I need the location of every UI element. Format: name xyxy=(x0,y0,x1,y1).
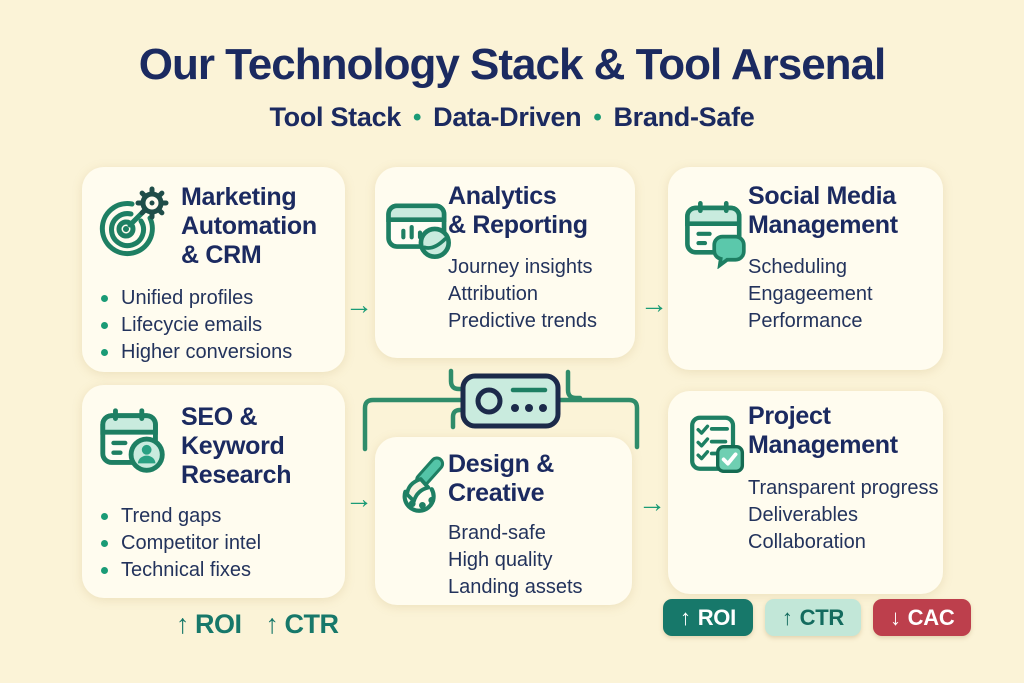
card-item-list: Transparent progress Deliverables Collab… xyxy=(748,475,938,556)
card-marketing-automation-crm: Marketing Automation & CRM Unified profi… xyxy=(82,167,345,372)
bullet-dot-icon xyxy=(101,540,108,547)
metric-roi: ↑ROI xyxy=(176,609,242,639)
page-title: Our Technology Stack & Tool Arsenal xyxy=(138,40,887,89)
dot-separator-icon: • xyxy=(413,104,422,131)
hub-device-icon xyxy=(460,373,561,429)
bullet-dot-icon xyxy=(101,349,108,356)
card-item: Journey insights xyxy=(448,256,593,278)
flow-arrow-icon: → xyxy=(345,483,373,514)
bullet-dot-icon xyxy=(101,567,108,574)
card-title: SEO & Keyword Research xyxy=(181,403,292,489)
card-title: Analytics & Reporting xyxy=(448,182,588,239)
card-item: Trend gaps xyxy=(101,503,261,530)
up-arrow-icon: ↑ xyxy=(176,609,190,639)
metric-ctr: ↑CTR xyxy=(265,609,340,639)
dot-separator-icon: • xyxy=(593,104,602,131)
analytics-window-icon xyxy=(383,191,457,270)
card-item: Performance xyxy=(748,310,863,332)
bullet-dot-icon xyxy=(101,322,108,329)
target-gear-icon xyxy=(95,182,175,267)
card-item-list: Scheduling Engageement Performance xyxy=(748,254,873,335)
card-item: Higher conversions xyxy=(101,339,292,366)
badge-cac: ↓CAC xyxy=(872,599,972,636)
checklist-icon xyxy=(682,411,750,484)
up-arrow-icon: ↑ xyxy=(680,604,691,630)
card-title: Design & Creative xyxy=(448,450,554,507)
card-item-list: Unified profiles Lifecycie emails Higher… xyxy=(101,285,292,366)
card-item-list: Brand-safe High quality Landing assets xyxy=(448,520,583,601)
card-item: Collaboration xyxy=(748,531,866,553)
card-item: Attribution xyxy=(448,283,539,305)
card-item: Deliverables xyxy=(748,504,859,526)
card-item: High quality xyxy=(448,549,553,571)
card-social-media-management: Social Media Management Scheduling Engag… xyxy=(668,167,943,370)
badge-roi: ↑ROI xyxy=(663,599,753,636)
card-item: Transparent progress xyxy=(748,477,939,499)
card-design-creative: Design & Creative Brand-safe High qualit… xyxy=(375,437,632,605)
card-title: Project Management xyxy=(748,402,898,459)
brush-palette-icon xyxy=(385,451,453,524)
card-item: Competitor intel xyxy=(101,530,261,557)
card-project-management: Project Management Transparent progress … xyxy=(668,391,943,594)
card-title: Marketing Automation & CRM xyxy=(181,183,317,269)
card-item: Brand-safe xyxy=(448,522,546,544)
card-item-list: Journey insights Attribution Predictive … xyxy=(448,254,597,335)
subtitle-part: Brand-Safe xyxy=(613,102,755,132)
badge-ctr: ↑CTR xyxy=(764,599,861,636)
card-item-list: Trend gaps Competitor intel Technical fi… xyxy=(101,503,261,584)
bullet-dot-icon xyxy=(101,295,108,302)
card-item: Technical fixes xyxy=(101,557,261,584)
up-arrow-icon: ↑ xyxy=(265,609,280,639)
calendar-person-icon xyxy=(95,402,173,485)
card-seo-keyword-research: SEO & Keyword Research Trend gaps Compet… xyxy=(82,385,345,598)
down-arrow-icon: ↓ xyxy=(889,604,901,630)
card-item: Predictive trends xyxy=(448,310,597,332)
card-analytics-reporting: Analytics & Reporting Journey insights A… xyxy=(375,167,635,358)
metric-badges: ↑ROI ↑CTR ↓CAC xyxy=(663,599,972,636)
flow-arrow-icon: → xyxy=(640,288,668,319)
card-item: Unified profiles xyxy=(101,285,292,312)
up-arrow-icon: ↑ xyxy=(781,604,793,630)
subtitle-part: Tool Stack xyxy=(269,102,402,132)
card-title: Social Media Management xyxy=(748,182,898,239)
bullet-dot-icon xyxy=(101,513,108,520)
card-item: Engageement xyxy=(748,283,873,305)
flow-arrow-icon: → xyxy=(638,487,666,518)
flow-arrow-icon: → xyxy=(345,289,373,320)
card-item: Landing assets xyxy=(448,576,583,598)
calendar-chat-icon xyxy=(680,195,754,274)
left-metrics: ↑ROI ↑CTR xyxy=(176,609,339,640)
card-item: Lifecycie emails xyxy=(101,312,292,339)
page-subtitle: Tool Stack • Data-Driven • Brand-Safe xyxy=(0,102,1024,133)
subtitle-part: Data-Driven xyxy=(433,102,582,132)
card-item: Scheduling xyxy=(748,256,847,278)
